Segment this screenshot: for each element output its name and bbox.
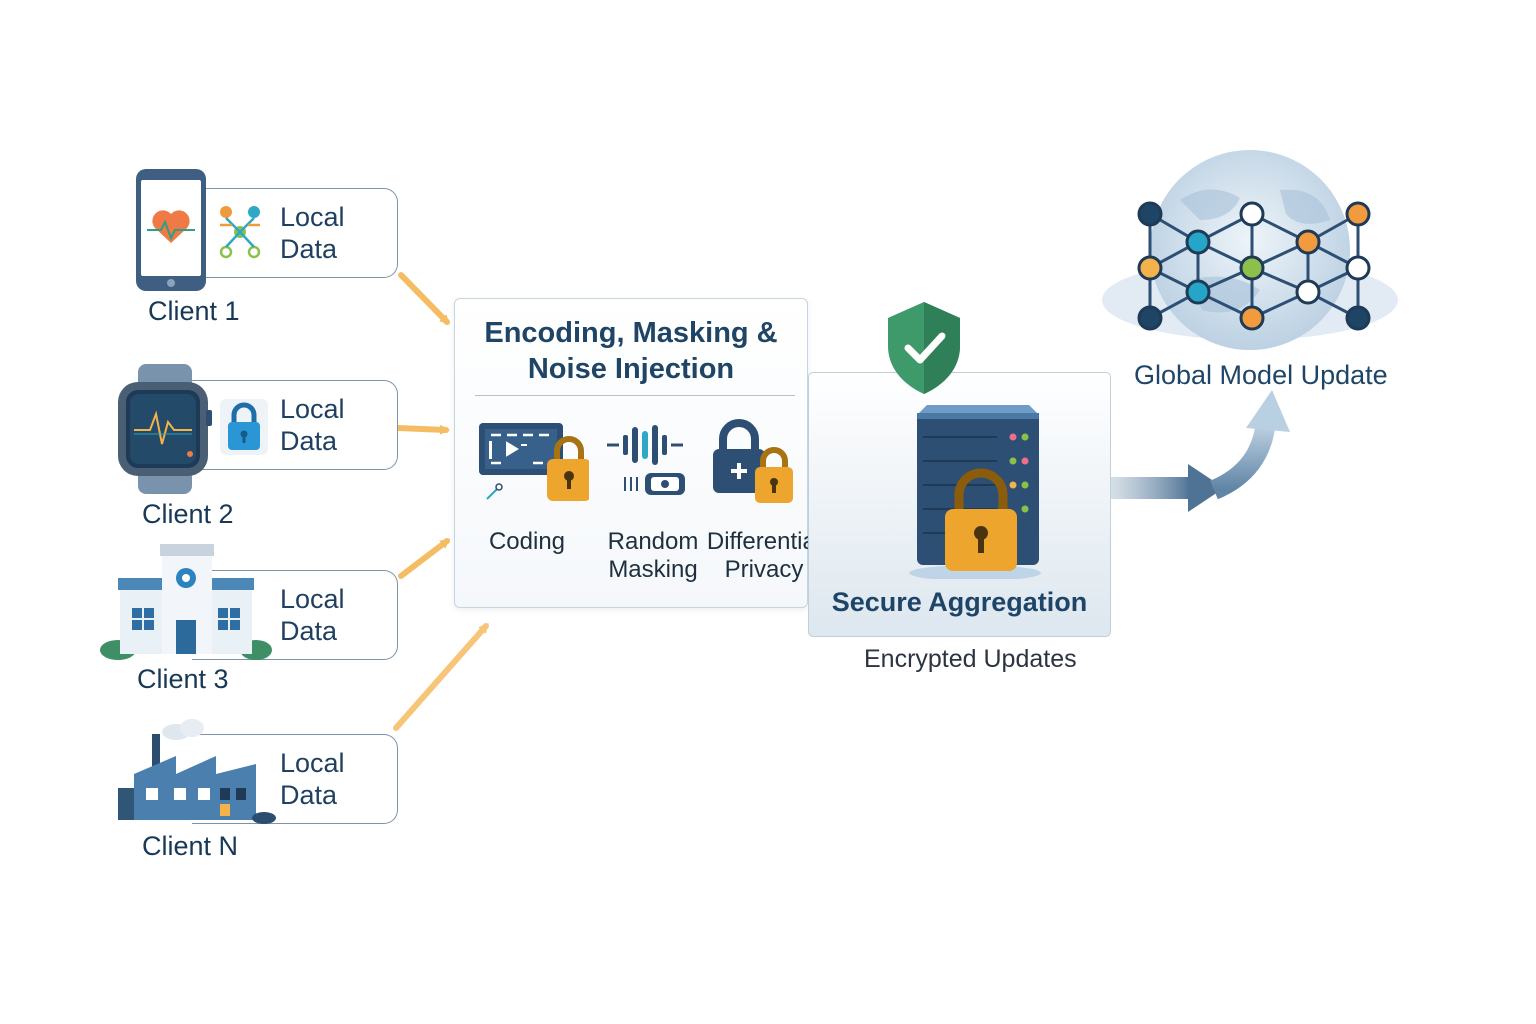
server-icon (909, 405, 1041, 579)
client-n-label: Client N (142, 831, 239, 861)
step-differential-privacy-label: Differential Privacy (706, 528, 822, 583)
lock-icon (220, 399, 268, 455)
differential-privacy-icon (713, 419, 793, 503)
client-3-label: Client 3 (137, 664, 229, 694)
global-model-update-label: Global Model Update (1134, 360, 1388, 390)
encoding-masking-panel: Encoding, Masking & Noise Injection (454, 298, 821, 608)
secure-aggregation-label: Secure Aggregation (831, 587, 1088, 617)
step-random-masking-label: Random Masking (607, 528, 699, 583)
neural-network-globe-icon (1102, 150, 1398, 350)
people-network-icon (219, 206, 261, 259)
processing-title: Encoding, Masking & Noise Injection (484, 317, 778, 385)
local-data-label: Local Data (280, 748, 345, 810)
local-data-label: Local Data (280, 584, 345, 646)
local-data-tab-client2: Local Data (192, 380, 398, 470)
hospital-icon (100, 544, 272, 660)
random-masking-icon (607, 425, 685, 495)
arrow-client2 (395, 424, 450, 435)
local-data-label: Local Data (280, 394, 345, 456)
secure-aggregation-panel: Secure Aggregation (808, 372, 1111, 637)
smartwatch-icon (118, 364, 212, 494)
panel-divider (475, 395, 795, 396)
local-data-label: Local Data (280, 202, 345, 264)
client-2-label: Client 2 (142, 499, 234, 529)
encrypted-updates-caption: Encrypted Updates (864, 645, 1077, 673)
client-to-processing-arrows (393, 272, 489, 731)
local-data-tab-client1: Local Data (192, 188, 398, 278)
network-nodes (1137, 201, 1371, 331)
arrow-clientN (393, 623, 489, 731)
arrow-client3 (398, 538, 451, 579)
step-coding-label: Coding (488, 528, 566, 555)
arrow-client1 (398, 272, 450, 325)
factory-icon (118, 719, 276, 824)
client-1-label: Client 1 (148, 296, 240, 326)
smartphone-icon (136, 169, 206, 291)
shield-check-icon (888, 302, 960, 394)
coding-icon (479, 423, 589, 501)
